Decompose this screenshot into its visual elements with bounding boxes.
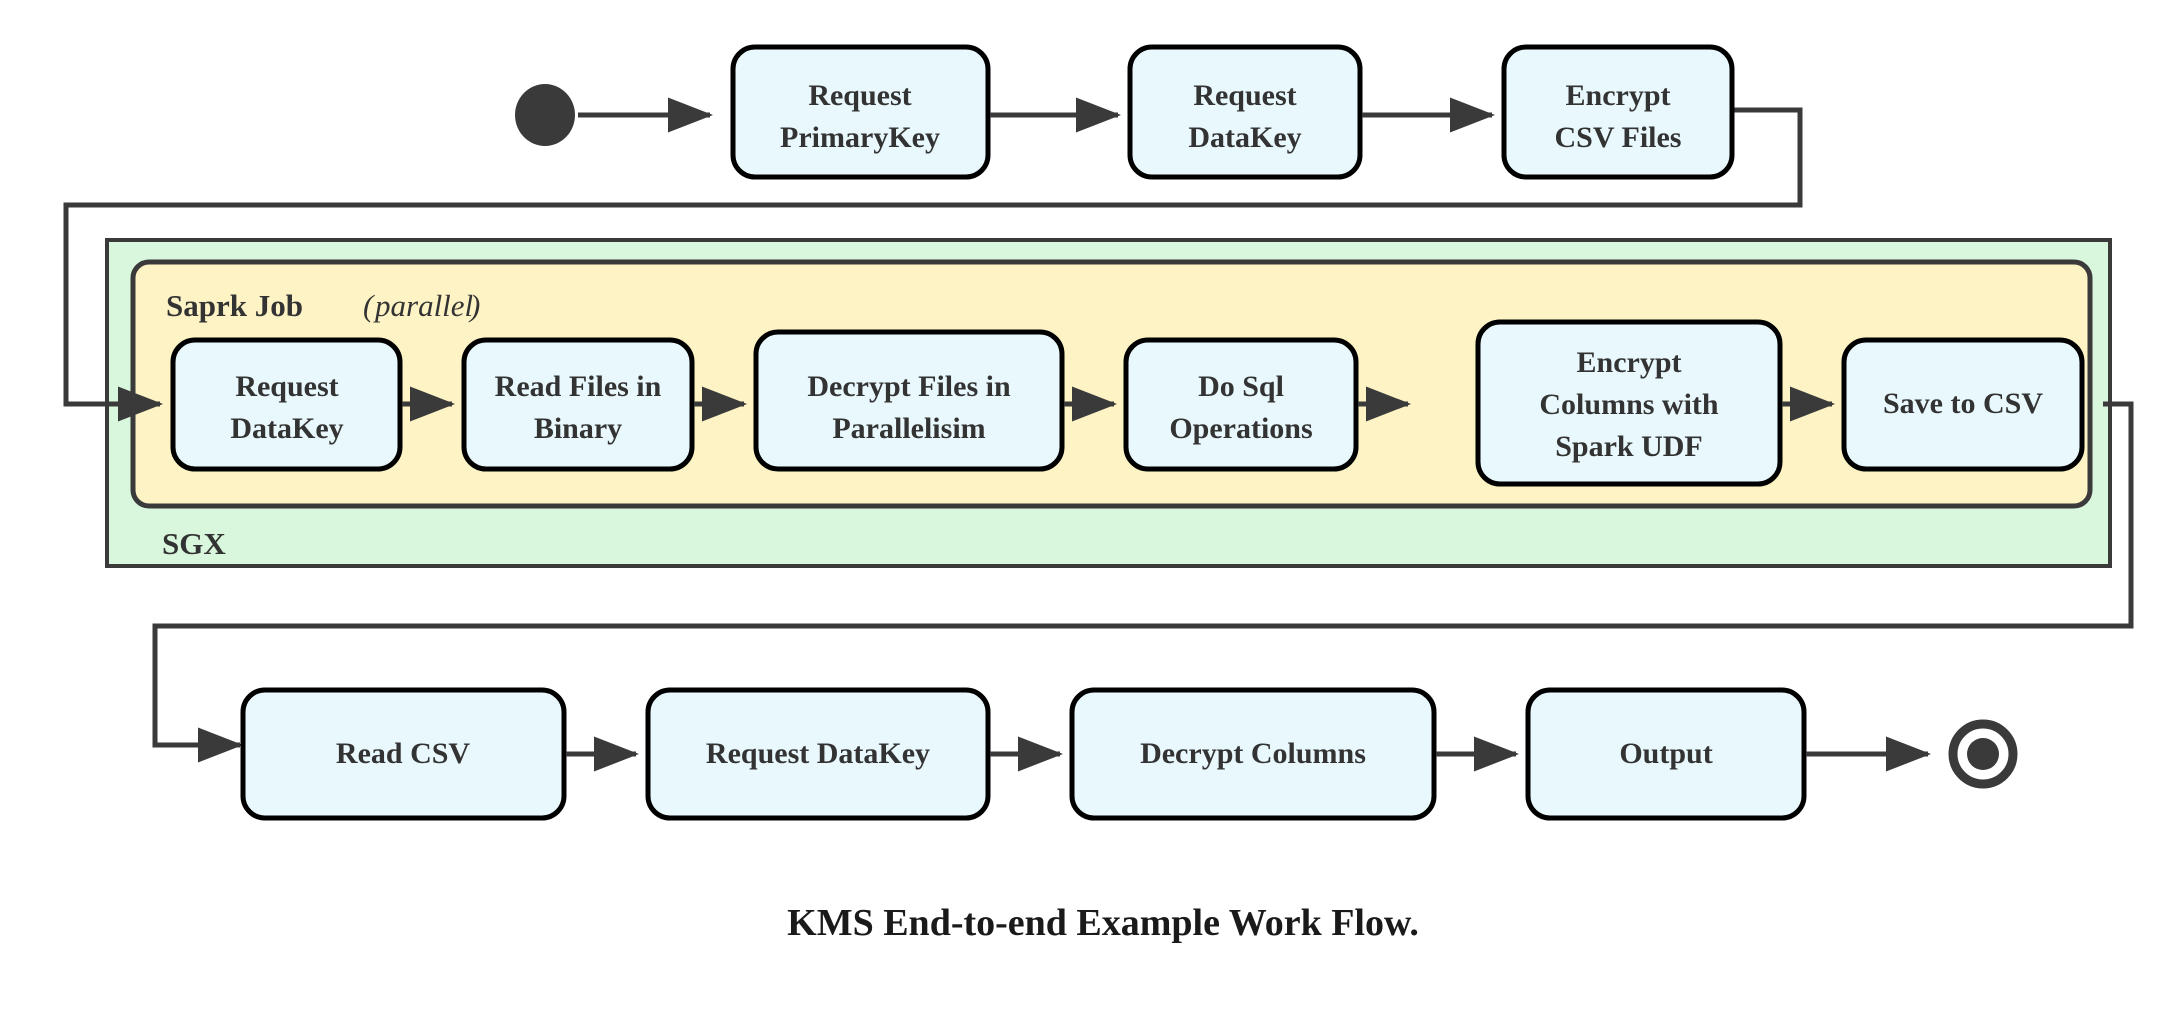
end-node	[1948, 719, 2018, 789]
node-label-line1: Request	[235, 370, 338, 403]
node-label-line2: Columns with	[1539, 388, 1719, 421]
node-label-line1: Save to CSV	[1883, 387, 2043, 420]
node-decrypt-files-in-parallelisim[interactable]: Decrypt Files in Parallelisim	[753, 329, 1065, 472]
connector-encrypt-to-spark	[63, 107, 1803, 422]
node-encrypt-columns-with-spark-udf[interactable]: Encrypt Columns with Spark UDF	[1475, 319, 1783, 487]
node-label-line1: Read Files in	[495, 370, 662, 403]
end-node-dot	[1967, 738, 1999, 770]
node-encrypt-csv-files[interactable]: Encrypt CSV Files	[1501, 44, 1735, 180]
node-save-to-csv[interactable]: Save to CSV	[1841, 337, 2085, 472]
node-box[interactable]	[1475, 319, 1783, 487]
node-label-line2: Operations	[1169, 412, 1312, 445]
node-read-csv[interactable]: Read CSV	[240, 687, 567, 821]
node-label-line1: Decrypt Files in	[807, 370, 1011, 403]
node-box[interactable]	[1501, 44, 1735, 180]
node-label-line1: Request DataKey	[706, 737, 930, 770]
node-box[interactable]	[730, 44, 991, 180]
node-label-line1: Read CSV	[336, 737, 471, 770]
node-output[interactable]: Output	[1525, 687, 1807, 821]
node-label-line2: Binary	[534, 412, 622, 445]
node-request-datakey-spark[interactable]: Request DataKey	[170, 337, 403, 472]
spark-job-qualifier-open: (	[363, 288, 375, 323]
spark-job-label: Saprk Job	[166, 288, 303, 323]
node-box[interactable]	[1127, 44, 1363, 180]
node-label-line2: CSV Files	[1555, 121, 1682, 154]
node-request-primarykey[interactable]: Request PrimaryKey	[730, 44, 991, 180]
node-label-line2: DataKey	[230, 412, 343, 445]
node-box[interactable]	[1525, 687, 1807, 821]
node-box[interactable]	[1123, 337, 1359, 472]
node-label-line1: Request	[1193, 79, 1296, 112]
node-box[interactable]	[645, 687, 991, 821]
node-request-datakey-top[interactable]: Request DataKey	[1127, 44, 1363, 180]
spark-job-qualifier: parallel	[373, 288, 473, 323]
sgx-label: SGX	[162, 526, 226, 561]
start-node	[515, 84, 575, 146]
figure-caption: KMS End-to-end Example Work Flow.	[787, 902, 1419, 944]
node-box[interactable]	[461, 337, 695, 472]
node-decrypt-columns[interactable]: Decrypt Columns	[1069, 687, 1437, 821]
node-label-line2: DataKey	[1188, 121, 1301, 154]
node-label-line1: Output	[1619, 737, 1712, 770]
node-label-line1: Do Sql	[1198, 370, 1284, 403]
node-request-datakey-bottom[interactable]: Request DataKey	[645, 687, 991, 821]
node-box[interactable]	[1069, 687, 1437, 821]
connector-savecsv-to-readcsv	[152, 401, 2134, 763]
spark-job-qualifier-close: )	[468, 288, 480, 323]
node-box[interactable]	[753, 329, 1065, 472]
node-label-line3: Spark UDF	[1555, 430, 1703, 463]
node-label-line1: Encrypt	[1577, 346, 1682, 379]
node-box[interactable]	[1841, 337, 2085, 472]
node-box[interactable]	[170, 337, 403, 472]
node-label-line1: Decrypt Columns	[1140, 737, 1366, 770]
node-read-files-in-binary[interactable]: Read Files in Binary	[461, 337, 695, 472]
node-label-line2: Parallelisim	[832, 412, 985, 445]
node-label-line1: Encrypt	[1566, 79, 1671, 112]
node-label-line1: Request	[808, 79, 911, 112]
node-box[interactable]	[240, 687, 567, 821]
node-do-sql-operations[interactable]: Do Sql Operations	[1123, 337, 1359, 472]
node-label-line2: PrimaryKey	[780, 121, 940, 154]
